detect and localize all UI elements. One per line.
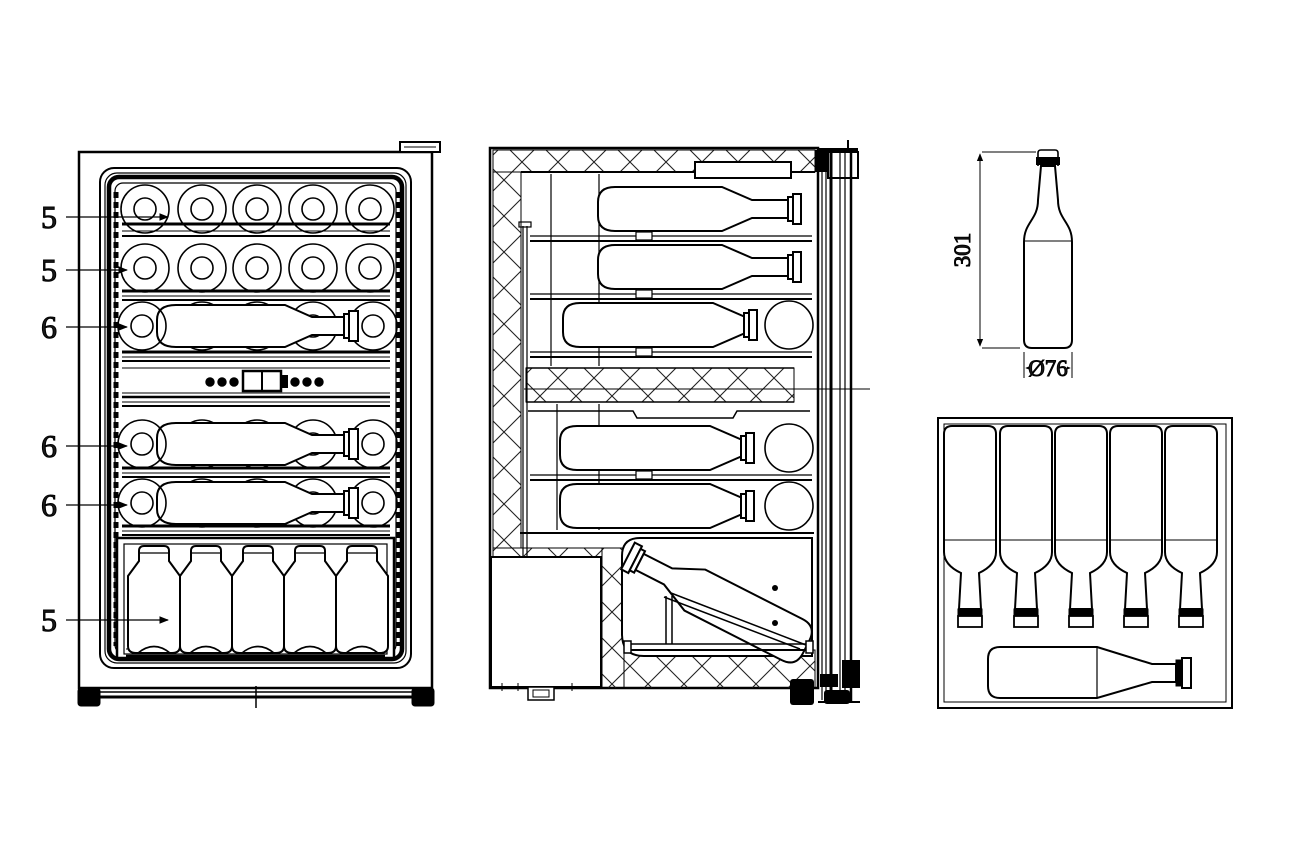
compressor-bay xyxy=(490,556,602,701)
control-button-dot xyxy=(205,377,215,387)
callout: 5 xyxy=(41,602,169,639)
callout: 6 xyxy=(41,487,128,524)
front-view xyxy=(77,141,441,708)
control-button-dot xyxy=(314,377,324,387)
bottle-outline xyxy=(1023,149,1073,349)
top-hinge-cover xyxy=(399,141,441,153)
side-bottle-row-2 xyxy=(530,244,812,300)
callout: 6 xyxy=(41,309,128,346)
shelf-row-1 xyxy=(120,184,395,237)
shelf-row-3 xyxy=(117,301,398,362)
callout: 5 xyxy=(41,252,128,289)
height-dimension: 301 xyxy=(950,151,1036,349)
tilted-bottle xyxy=(619,541,814,664)
horizontal-bottle-top-view xyxy=(987,646,1192,699)
base xyxy=(77,686,435,708)
side-bottle-row-5 xyxy=(559,481,814,531)
zone-divider xyxy=(525,367,795,403)
foot xyxy=(824,690,850,704)
diameter-dimension-label: Ø76 xyxy=(1028,356,1068,381)
callout-label: 6 xyxy=(41,428,57,464)
foot xyxy=(77,687,101,707)
callout-label: 5 xyxy=(41,199,57,235)
hinge-top xyxy=(815,140,859,179)
shelf-top-view xyxy=(937,417,1233,709)
foot xyxy=(411,687,435,707)
hinge-bottom xyxy=(790,660,860,705)
bottle-stand xyxy=(623,592,814,654)
diameter-dimension: Ø76 xyxy=(1023,352,1073,382)
door-profile xyxy=(790,140,860,705)
control-button-dot xyxy=(290,377,300,387)
bottle-dimension-drawing: 301 Ø76 xyxy=(950,149,1073,382)
bottom-rack xyxy=(115,536,396,660)
callout-label: 5 xyxy=(41,602,57,638)
callout-label: 5 xyxy=(41,252,57,288)
control-button-dot xyxy=(217,377,227,387)
shelf-row-4 xyxy=(117,419,398,478)
control-panel xyxy=(122,367,390,407)
side-section-view xyxy=(488,140,870,705)
callouts: 5 5 6 6 6 5 xyxy=(41,199,169,639)
side-bottle-row-1 xyxy=(530,186,812,242)
control-button-dot xyxy=(229,377,239,387)
shelf-row-5 xyxy=(117,478,398,536)
lamp-housing xyxy=(694,161,792,179)
control-button-dot xyxy=(302,377,312,387)
side-bottle-row-3 xyxy=(530,300,814,358)
callout-label: 6 xyxy=(41,309,57,345)
foot xyxy=(790,679,814,705)
side-bottle-row-4 xyxy=(530,423,814,481)
callout: 6 xyxy=(41,428,128,465)
callout: 5 xyxy=(41,199,169,236)
height-dimension-label: 301 xyxy=(950,233,975,268)
shelf-row-2 xyxy=(120,243,395,301)
callout-label: 6 xyxy=(41,487,57,523)
